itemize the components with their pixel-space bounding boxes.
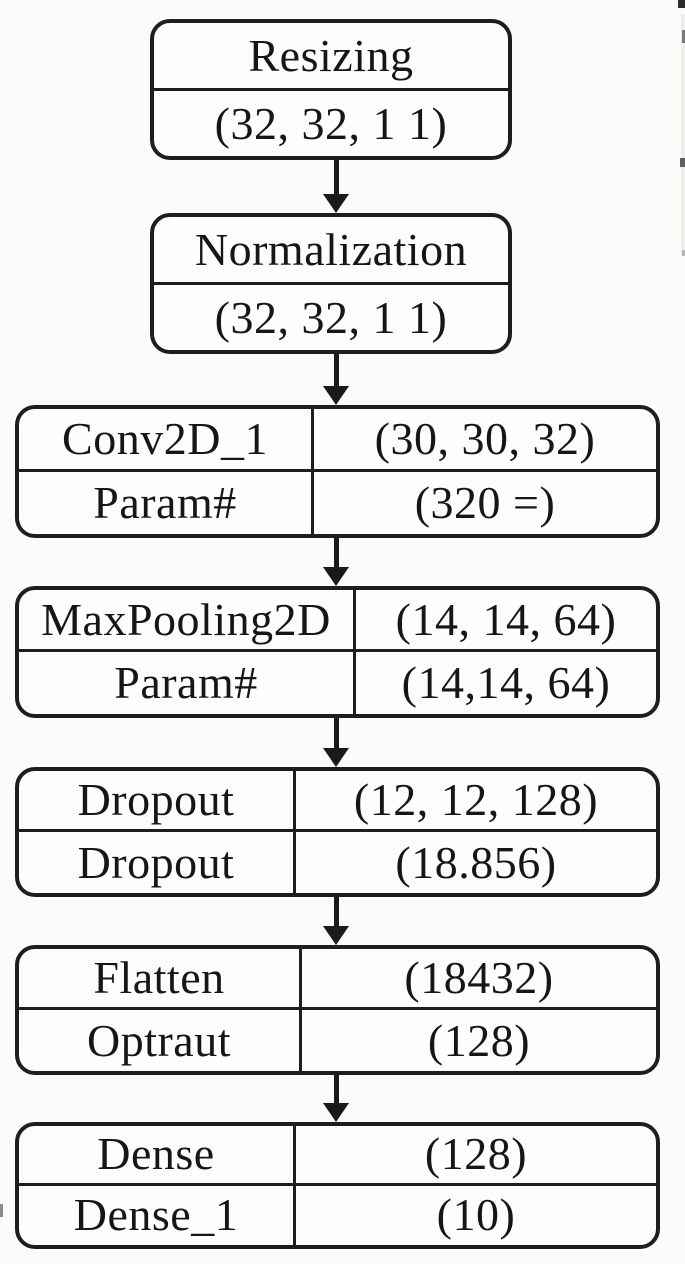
layer-name: Dropout (19, 771, 293, 832)
scan-artifact (682, 250, 685, 256)
arrow-head-icon (323, 926, 349, 945)
layer-shape: (18432) (299, 949, 656, 1010)
flow-arrow (322, 538, 350, 586)
node-normalization: Normalization (32, 32, 1 1) (150, 213, 512, 354)
scan-artifact (0, 1204, 3, 1217)
layer-shape: (32, 32, 1 1) (214, 291, 448, 343)
node-maxpooling2d: MaxPooling2D (14, 14, 64) Param# (14,14,… (15, 586, 660, 718)
arrow-head-icon (323, 567, 349, 586)
param-value: (18.856) (293, 832, 656, 893)
arrow-head-icon (323, 386, 349, 405)
layer-name: Normalization (154, 217, 508, 285)
layer-name: Conv2D_1 (19, 409, 311, 472)
param-value: (320 =) (311, 471, 656, 534)
layer-shape: (30, 30, 32) (311, 409, 656, 472)
node-flatten: Flatten (18432) Optraut (128) (15, 945, 660, 1075)
layer-shape: (128) (293, 1126, 656, 1186)
arrow-head-icon (323, 1103, 349, 1122)
layer-shape: (14, 14, 64) (353, 590, 656, 652)
scan-artifact (682, 30, 685, 43)
node-dense: Dense (128) Dense_1 (10) (15, 1122, 660, 1249)
flow-arrow (322, 160, 350, 213)
layer-name: Resizing (154, 23, 508, 91)
flow-arrow (322, 718, 350, 767)
param-value: (14,14, 64) (353, 652, 656, 714)
scan-artifact (680, 158, 685, 167)
layer-shape: (32, 32, 1 1) (214, 97, 448, 149)
scan-artifact (678, 0, 685, 8)
arrow-shaft (333, 538, 339, 567)
flow-arrow (322, 1075, 350, 1122)
flow-arrow (322, 354, 350, 405)
param-value: (128) (299, 1010, 656, 1071)
node-dropout: Dropout (12, 12, 128) Dropout (18.856) (15, 767, 660, 897)
param-label: Param# (114, 657, 258, 708)
layer-shape: (12, 12, 128) (293, 771, 656, 832)
arrow-shaft (333, 160, 339, 194)
param-label: Optraut (86, 1014, 231, 1066)
arrow-shaft (333, 1075, 339, 1103)
layer-name: Dense (19, 1126, 293, 1186)
scan-artifact (681, 14, 685, 254)
layer-shape-2: (10) (293, 1185, 656, 1245)
layer-name-2: Dense_1 (73, 1189, 239, 1241)
arrow-head-icon (323, 194, 349, 213)
layer-name: Flatten (19, 949, 299, 1010)
param-label: Dropout (77, 836, 235, 888)
param-label: Param# (93, 476, 237, 528)
arrow-head-icon (323, 748, 349, 767)
arrow-shaft (333, 718, 339, 748)
layer-name: MaxPooling2D (19, 590, 353, 652)
flow-arrow (322, 897, 350, 945)
arrow-shaft (333, 354, 339, 386)
node-resizing: Resizing (32, 32, 1 1) (150, 19, 512, 160)
arrow-shaft (333, 897, 339, 926)
node-conv2d-1: Conv2D_1 (30, 30, 32) Param# (320 =) (15, 405, 660, 538)
